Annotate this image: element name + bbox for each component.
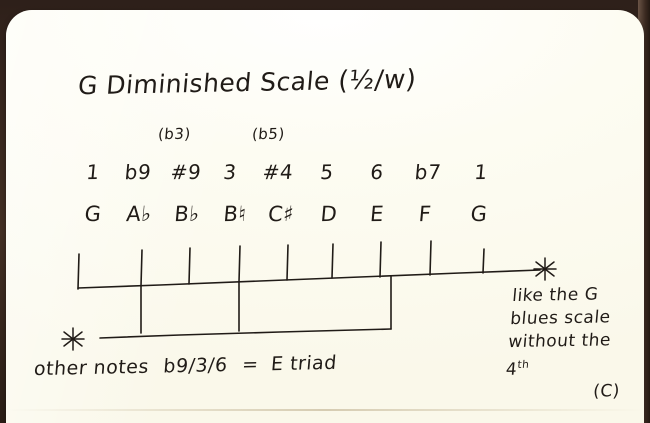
- note-7: E: [369, 201, 385, 227]
- right-note-line2: blues scale: [509, 307, 612, 330]
- annotation-b5: (b5): [251, 124, 286, 144]
- note-3: B♭: [173, 201, 201, 227]
- note-6: D: [319, 201, 339, 227]
- right-note-ordinal: th: [517, 358, 530, 371]
- title-qualifier: (½/w): [337, 64, 418, 97]
- degree-5: 5: [319, 159, 335, 185]
- other-notes-formula: b9/3/6: [162, 354, 229, 378]
- note-9: G: [469, 201, 489, 227]
- paper-bottom-edge-line: [6, 409, 644, 411]
- other-notes-result: E triad: [270, 351, 338, 376]
- note-2: A♭: [125, 201, 153, 227]
- right-note-line1: like the G: [511, 284, 600, 307]
- title-text: G Diminished Scale: [76, 66, 332, 101]
- degree-sharp4: #4: [261, 159, 295, 185]
- degree-3: 3: [222, 159, 238, 185]
- note-8: F: [417, 201, 433, 227]
- degree-b7: b7: [413, 159, 443, 185]
- note-1: G: [83, 201, 103, 227]
- degree-octave: 1: [473, 159, 489, 185]
- degree-sharp9: #9: [169, 159, 203, 185]
- degree-1: 1: [85, 159, 101, 185]
- note-4: B♮: [222, 201, 248, 227]
- note-5: C♯: [266, 201, 295, 227]
- other-notes-equals: =: [241, 353, 260, 376]
- right-note-line3: without the 4: [504, 330, 612, 380]
- other-notes-lead: other notes: [33, 355, 150, 381]
- blues-scale-annotation: like the G blues scale without the 4th (…: [503, 283, 643, 405]
- degree-6: 6: [369, 159, 385, 185]
- annotation-b3: (b3): [157, 124, 192, 144]
- degree-b9: b9: [123, 159, 153, 185]
- right-note-line4: (C): [592, 380, 621, 402]
